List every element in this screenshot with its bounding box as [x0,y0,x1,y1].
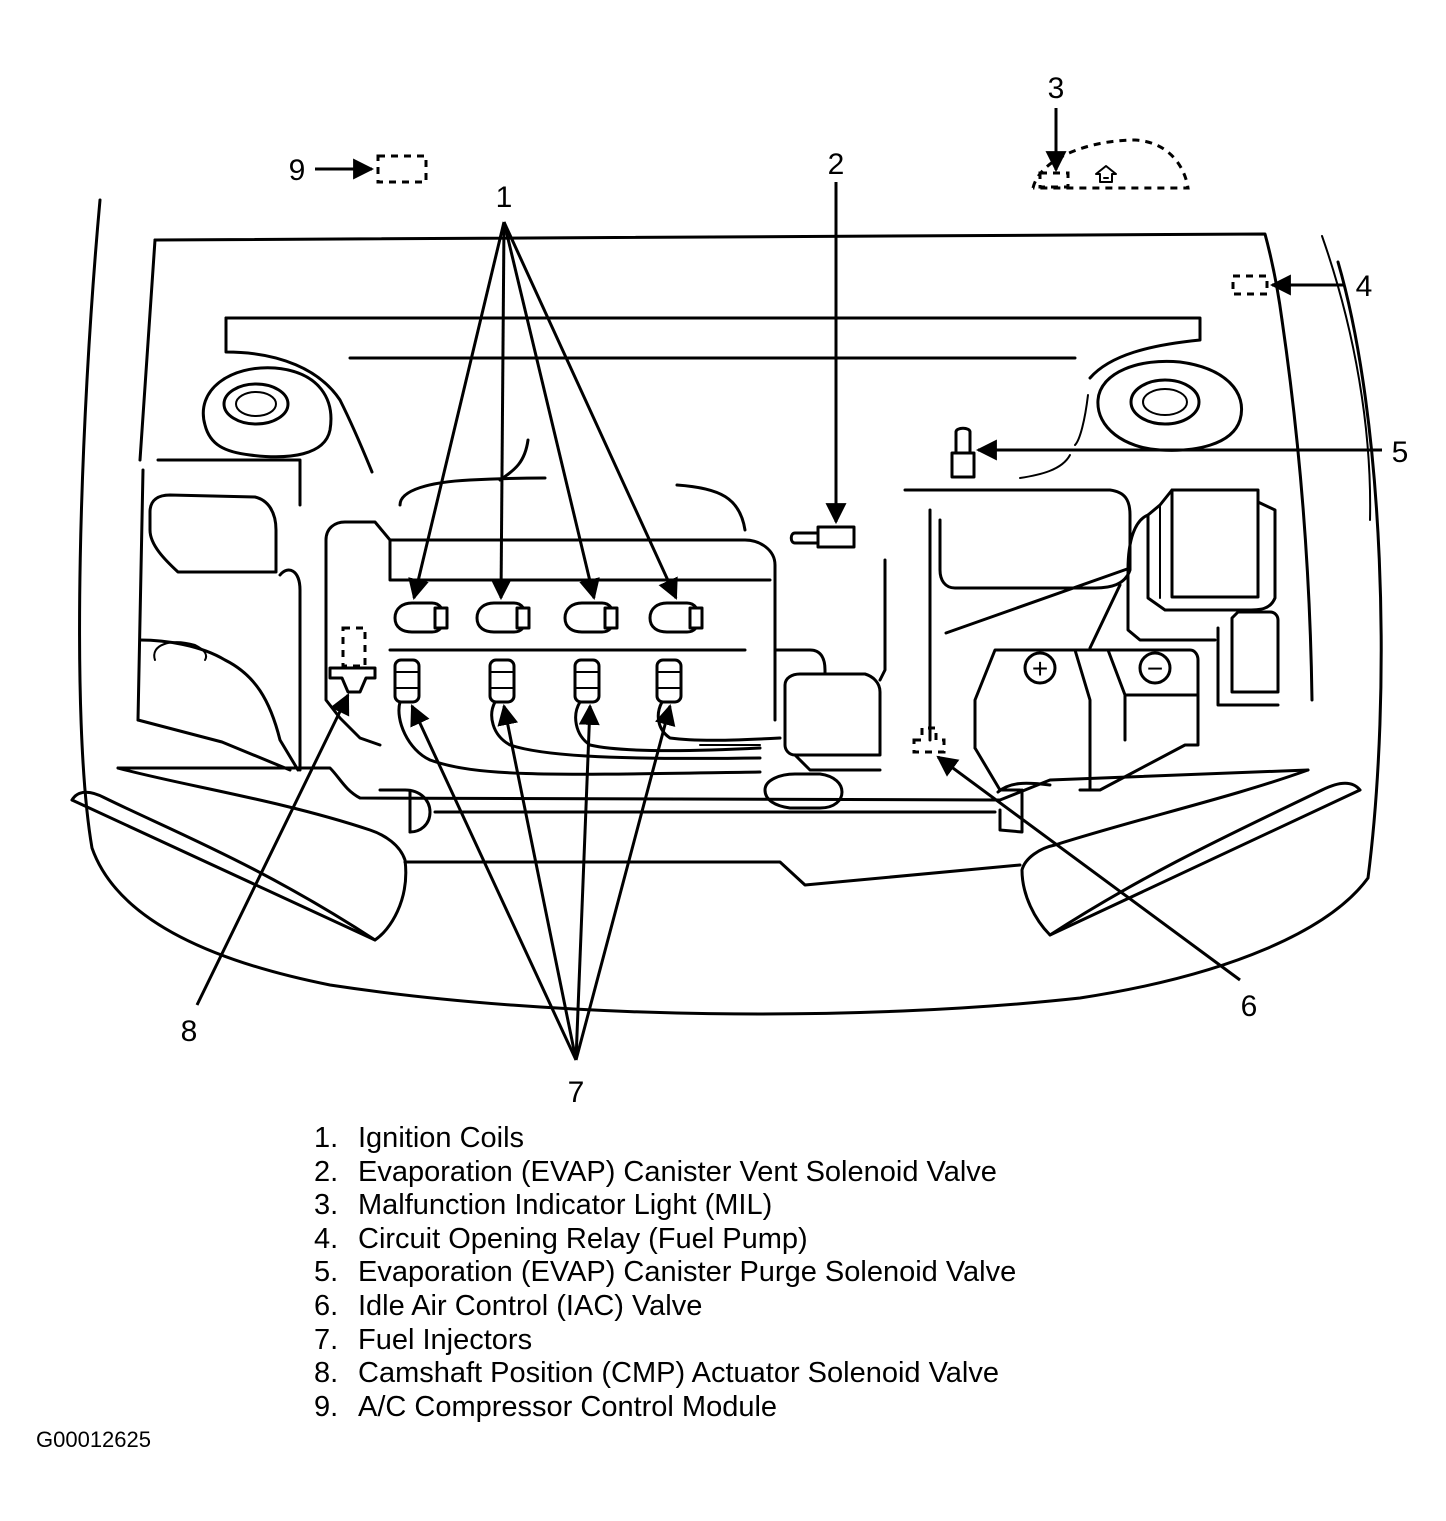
callout-1: 1 [496,181,513,214]
legend-number: 3. [314,1189,339,1222]
legend-text: Ignition Coils [358,1122,525,1154]
fuel-injector [573,658,762,753]
air-cleaner-box [903,454,1132,650]
legend-item: 9. A/C Compressor Control Module [314,1391,1016,1425]
leader-arrows [195,108,1382,1061]
legend-item: 1. Ignition Coils [314,1122,1016,1156]
evap-purge-solenoid [950,426,976,479]
legend-text: Evaporation (EVAP) Canister Purge Soleno… [358,1256,1017,1289]
legend-item: 6. Idle Air Control (IAC) Valve [314,1290,1016,1324]
legend-number: 2. [314,1155,339,1188]
legend-text: A/C Compressor Control Module [358,1390,778,1423]
left-fender-inner [136,568,302,772]
ignition-coil-row [393,601,704,634]
relay-box [1126,488,1280,707]
legend-text: Circuit Opening Relay (Fuel Pump) [358,1222,808,1255]
legend-number: 5. [314,1256,339,1289]
ignition-coil [475,601,531,634]
evap-vent-solenoid [789,525,856,549]
mil-engine-icon [1095,165,1117,183]
fuel-injector [393,658,762,776]
legend-item: 4. Circuit Opening Relay (Fuel Pump) [314,1223,1016,1257]
legend-number: 9. [314,1390,339,1423]
legend-text: Evaporation (EVAP) Canister Vent Solenoi… [358,1155,997,1188]
callout-3: 3 [1048,72,1065,105]
callout-7: 7 [568,1076,585,1109]
fuel-injector [655,658,782,742]
component-legend: 1. Ignition Coils 2. Evaporation (EVAP) Ca… [314,1122,1016,1424]
circuit-opening-relay [1231,274,1269,296]
throttle-body [783,508,932,772]
battery-negative-terminal: − [1147,653,1163,684]
legend-item: 8. Camshaft Position (CMP) Actuator Solen… [314,1357,1016,1391]
legend-item: 7. Fuel Injectors [314,1324,1016,1358]
legend-item: 2. Evaporation (EVAP) Canister Vent Solen… [314,1156,1016,1190]
callout-4: 4 [1356,270,1373,303]
fuel-injector-row [393,658,782,776]
figure-id: G00012625 [36,1427,151,1452]
legend-number: 7. [314,1323,339,1356]
washer-reservoir [136,458,302,722]
callout-5: 5 [1392,436,1409,469]
battery: + − [973,648,1200,792]
strut-tower-left [201,366,333,459]
legend-number: 1. [314,1122,339,1154]
legend-item: 3. Malfunction Indicator Light (MIL) [314,1189,1016,1223]
ignition-coil [563,601,619,634]
callout-labels: 1 2 3 4 5 6 7 8 9 [181,72,1409,1109]
engine-valve-cover [324,438,827,747]
ac-compressor-control-module [376,154,428,184]
strut-tower-right [1074,359,1243,452]
callout-6: 6 [1241,990,1258,1023]
ignition-coil [648,601,704,634]
callout-8: 8 [181,1015,198,1048]
legend-text: Malfunction Indicator Light (MIL) [358,1189,773,1222]
legend-item: 5. Evaporation (EVAP) Canister Purge Sole… [314,1256,1016,1290]
callout-9: 9 [289,154,306,187]
legend-number: 6. [314,1289,339,1322]
battery-positive-terminal: + [1032,653,1048,684]
callout-2: 2 [828,148,845,181]
ignition-coil [393,601,449,634]
legend-number: 8. [314,1357,339,1390]
radiator-support [116,766,1310,887]
iac-valve [912,726,946,754]
vehicle-body-outline [78,198,1383,1016]
legend-number: 4. [314,1222,339,1255]
fuel-injector [488,658,762,760]
front-bumper [70,766,1362,942]
legend-text: Idle Air Control (IAC) Valve [358,1289,703,1322]
legend-text: Camshaft Position (CMP) Actuator Solenoi… [358,1357,999,1390]
cmp-actuator-solenoid [328,626,377,694]
legend-text: Fuel Injectors [358,1323,533,1356]
